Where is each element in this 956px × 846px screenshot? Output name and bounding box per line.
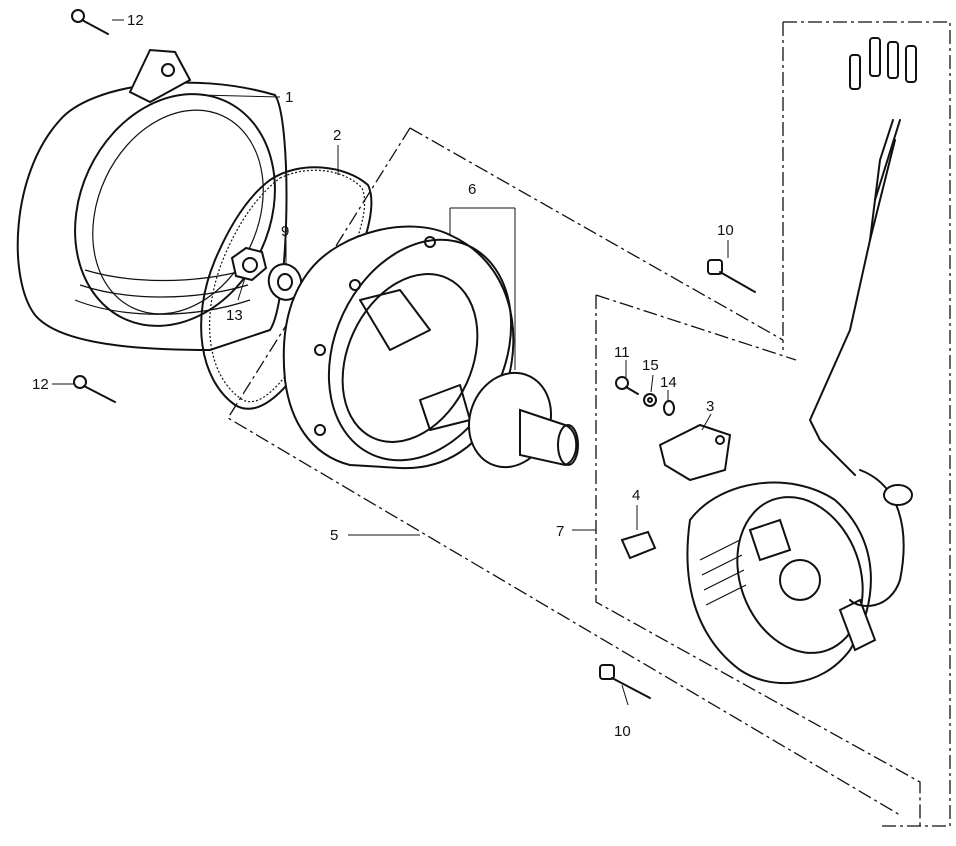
bolt-icon (73, 375, 116, 403)
stator-icon (686, 37, 917, 685)
callout-13: 13 (226, 307, 243, 324)
callout-6: 6 (468, 181, 476, 198)
gasket-icon (200, 166, 373, 410)
callout-9: 9 (281, 223, 289, 240)
callout-7: 7 (556, 523, 564, 540)
brush-holder-icon (658, 423, 732, 482)
callout-1: 1 (285, 89, 293, 106)
brush-icon (620, 530, 657, 560)
bolt-icon (599, 664, 651, 699)
callout-14: 14 (660, 374, 677, 391)
leader-lines (52, 19, 729, 706)
callout-4: 4 (632, 487, 640, 504)
callout-3: 3 (706, 398, 714, 415)
callout-10-lower: 10 (614, 723, 631, 740)
stator-assembly-boundary (595, 21, 951, 827)
bolt-icon (707, 259, 756, 293)
washer-icon (663, 400, 675, 416)
bolt-icon (71, 9, 109, 35)
rotor-icon (282, 225, 579, 470)
callout-2: 2 (333, 127, 341, 144)
callout-15: 15 (642, 357, 659, 374)
callout-12-lower: 12 (32, 376, 49, 393)
screw-icon (615, 376, 639, 395)
callout-12-upper: 12 (127, 12, 144, 29)
callout-5: 5 (330, 527, 338, 544)
callout-11: 11 (614, 344, 630, 361)
nut-icon (230, 246, 268, 282)
washer-icon (267, 263, 303, 301)
washer-icon (643, 393, 657, 407)
callout-labels: 1 2 3 4 5 6 7 9 10 10 11 12 12 13 14 15 (32, 12, 734, 740)
rotor-assembly-boundary (227, 127, 901, 816)
callout-10-upper: 10 (717, 222, 734, 239)
housing-cover-icon (16, 48, 288, 352)
